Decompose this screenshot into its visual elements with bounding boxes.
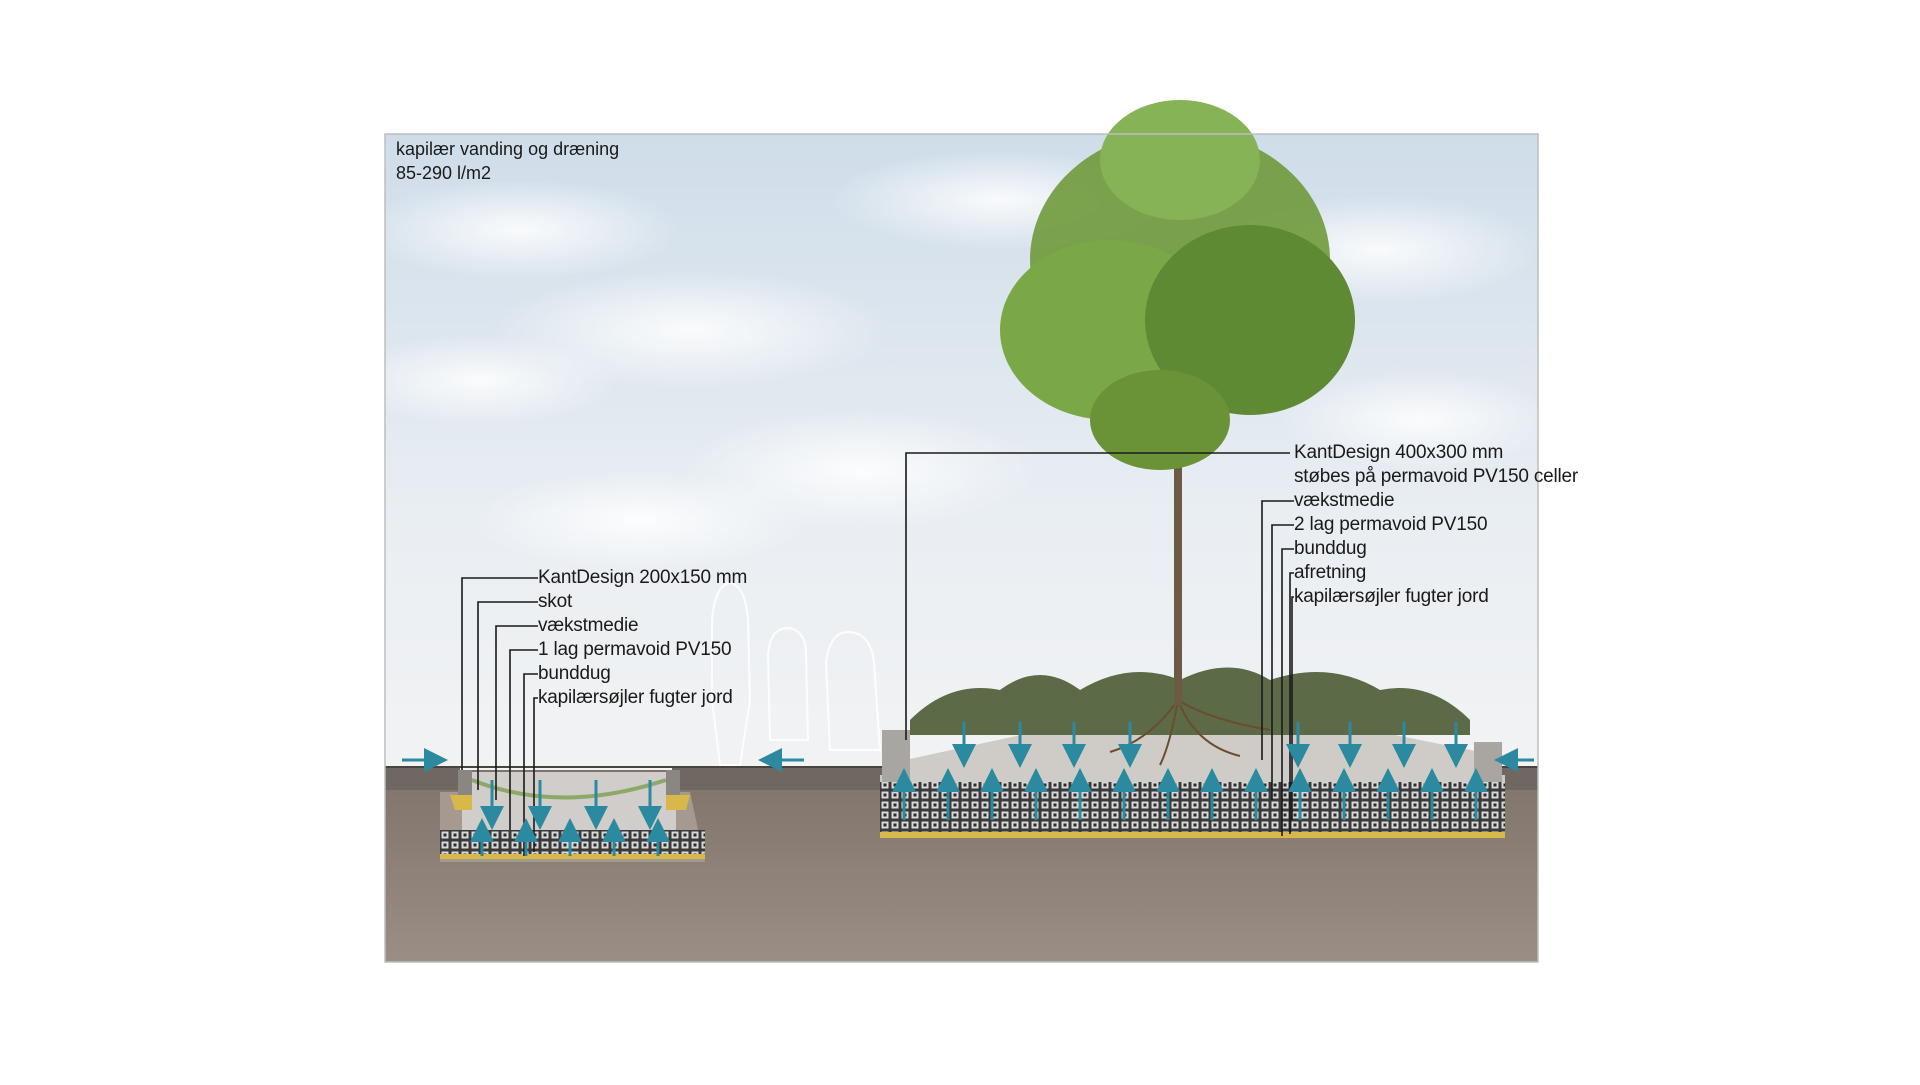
right-permavoid — [880, 782, 1505, 832]
left-leader-line — [461, 577, 538, 770]
left-kerb-1 — [458, 770, 472, 796]
right-leader-line — [1281, 548, 1294, 836]
right-label-geotextile: bunddug — [1294, 538, 1367, 559]
right-label-kerb: KantDesign 400x300 mm — [1294, 442, 1504, 463]
left-kerb-2 — [666, 770, 680, 796]
right-kerb-2 — [1474, 742, 1502, 782]
left-label-capillary: kapilærsøjler fugter jord — [538, 687, 733, 708]
right-geotextile — [880, 832, 1505, 838]
left-geotextile — [440, 854, 705, 859]
right-bed — [880, 667, 1505, 838]
left-label-permavoid: 1 lag permavoid PV150 — [538, 639, 732, 660]
right-leader-line — [1261, 500, 1294, 760]
left-leader-line — [533, 697, 538, 852]
left-growing-medium — [462, 772, 676, 830]
left-permavoid — [440, 830, 705, 854]
diagram-title-line1: kapilær vanding og dræning — [396, 139, 620, 159]
right-planting — [910, 667, 1470, 735]
right-label-leveling: afretning — [1294, 562, 1367, 583]
tree-canopy — [1000, 100, 1355, 470]
people-silhouettes — [711, 581, 882, 766]
diagram-title-line2: 85-290 l/m2 — [396, 163, 492, 183]
left-label-kerb: KantDesign 200x150 mm — [538, 567, 748, 588]
tree — [1000, 100, 1355, 766]
right-label-cast: støbes på permavoid PV150 celler — [1294, 466, 1579, 487]
left-label-growing-medium: vækstmedie — [538, 615, 639, 636]
left-label-geotextile: bunddug — [538, 663, 611, 684]
right-leader-line — [905, 452, 1290, 740]
right-label-capillary: kapilærsøjler fugter jord — [1294, 586, 1489, 607]
left-label-partition: skot — [538, 591, 573, 612]
right-label-growing-medium: vækstmedie — [1294, 490, 1395, 511]
pavement-right — [1500, 766, 1538, 790]
right-leader-line — [1271, 524, 1294, 800]
pavement-mid — [672, 766, 884, 790]
left-leader-line — [495, 625, 538, 800]
tree-roots — [1109, 699, 1271, 766]
left-leader-line — [509, 649, 538, 830]
water-arrows — [402, 722, 1534, 856]
tree-trunk — [1174, 420, 1182, 705]
pavement-left — [385, 766, 460, 790]
left-leader-line — [477, 601, 538, 790]
left-leader-line — [523, 673, 538, 856]
left-bed — [440, 770, 705, 862]
right-label-permavoid: 2 lag permavoid PV150 — [1294, 514, 1488, 535]
